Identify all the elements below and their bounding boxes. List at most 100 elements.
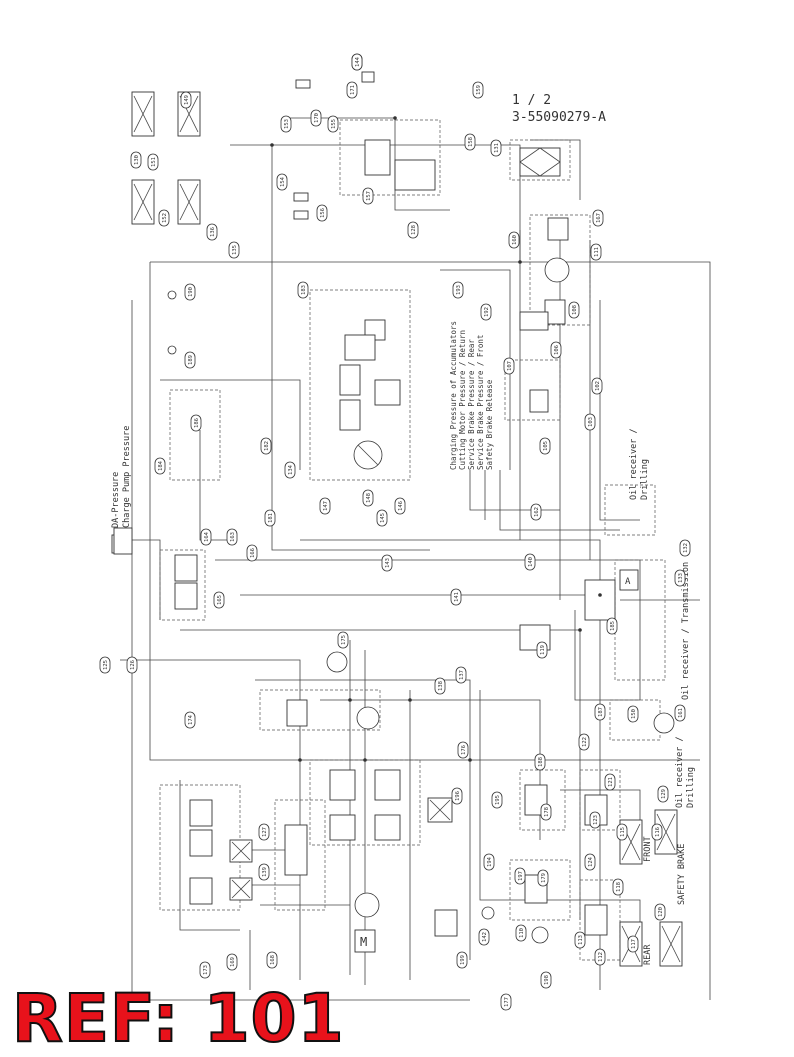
callout-164: 164 — [200, 528, 212, 546]
valve-right-small — [519, 311, 549, 331]
callout-label: 192 — [484, 307, 490, 317]
valve-center-2 — [339, 364, 361, 396]
callout-122: 122 — [578, 733, 590, 751]
callout-103: 103 — [584, 413, 596, 431]
callout-187: 187 — [594, 703, 606, 721]
callout-144: 144 — [351, 53, 363, 71]
callout-167: 167 — [592, 209, 604, 227]
callout-label: 135 — [232, 245, 238, 255]
valve-components — [111, 71, 675, 953]
callout-label: 148 — [366, 493, 372, 503]
valve-left-lower-3 — [189, 877, 213, 905]
callout-label: 179 — [541, 873, 547, 883]
callout-label: 141 — [454, 592, 460, 602]
callout-178: 178 — [540, 803, 552, 821]
callout-label: 156 — [320, 208, 326, 218]
callout-189: 189 — [184, 351, 196, 369]
valve-top-center — [364, 139, 391, 176]
callout-label: 183 — [301, 285, 307, 295]
callout-126: 126 — [126, 656, 138, 674]
callout-129: 129 — [657, 785, 669, 803]
callout-118: 118 — [612, 878, 624, 896]
callout-162: 162 — [530, 503, 542, 521]
callout-label: 115 — [620, 827, 626, 837]
callout-label: 123 — [593, 815, 599, 825]
legend-cutting-motor: Cutting Motor Pressure / Return — [458, 330, 467, 470]
pump-lower-center — [354, 892, 380, 918]
safety-brake-label: SAFETY BRAKE — [677, 844, 687, 905]
valve-center-lower-3 — [329, 814, 356, 841]
callout-148: 148 — [362, 489, 374, 507]
callout-107: 107 — [503, 357, 515, 375]
legend-safety-brake: Safety Brake Release — [485, 379, 494, 470]
valve-block-right — [584, 579, 616, 621]
callout-183: 183 — [297, 281, 309, 299]
callout-106: 106 — [550, 341, 562, 359]
callout-label: 103 — [588, 417, 594, 427]
rear-label-group: REAR — [643, 944, 653, 965]
callout-142: 142 — [478, 928, 490, 946]
coil-top-left-1 — [131, 91, 155, 137]
valve-center-lower-4 — [374, 814, 401, 841]
callout-label: 125 — [103, 660, 109, 670]
callout-label: 143 — [385, 558, 391, 568]
callout-140: 140 — [524, 553, 536, 571]
callout-188: 188 — [534, 753, 546, 771]
callout-label: 113 — [578, 935, 584, 945]
pump-upper-right — [544, 257, 570, 283]
motor-m-label: M — [360, 935, 367, 949]
callout-label: 169 — [230, 957, 236, 967]
callout-label: 118 — [616, 882, 622, 892]
callout-label: 131 — [494, 143, 500, 153]
sheet-info: 1 / 2 3-55090279-A — [512, 92, 652, 126]
accumulator-a-label: A — [625, 577, 631, 587]
callout-149: 149 — [180, 91, 192, 109]
valve-lower-center — [434, 909, 458, 937]
gauge-left-1 — [167, 290, 177, 300]
callout-label: 167 — [596, 213, 602, 223]
valve-left-1 — [174, 554, 198, 582]
function-legend: Charging Pressure of Accumulators Cuttin… — [449, 321, 494, 470]
oil-receiver-transmission: Oil receiver / Transmission — [681, 562, 691, 700]
valve-center-lower-1 — [329, 769, 356, 801]
callout-108: 108 — [568, 301, 580, 319]
callout-label: 119 — [540, 645, 546, 655]
safety-brake-label-group: SAFETY BRAKE — [677, 844, 687, 905]
callout-label: 174 — [188, 714, 194, 725]
callout-152: 152 — [158, 209, 170, 227]
callout-163: 163 — [226, 528, 238, 546]
legend-brake-front: Service Brake Pressure / Front — [476, 335, 485, 470]
valve-upper-right — [547, 217, 569, 241]
callout-160: 160 — [508, 231, 520, 249]
callout-141: 141 — [450, 588, 462, 606]
callout-label: 161 — [678, 708, 684, 718]
callout-label: 160 — [512, 235, 518, 245]
sensor-top-3 — [361, 71, 375, 83]
callout-176: 176 — [457, 741, 469, 759]
callout-label: 162 — [534, 507, 540, 517]
coil-top-left-3 — [131, 179, 155, 225]
callout-label: 134 — [288, 464, 294, 475]
callout-157: 157 — [362, 187, 374, 205]
valve-right-lower — [529, 389, 549, 413]
motor-m-box — [354, 929, 376, 953]
callout-199: 199 — [456, 951, 468, 969]
callout-146: 146 — [394, 497, 406, 515]
callout-190: 190 — [184, 283, 196, 301]
callout-label: 126 — [130, 660, 136, 670]
callout-111: 111 — [590, 243, 602, 261]
callout-label: 105 — [543, 441, 549, 451]
callout-label: 127 — [262, 827, 268, 837]
callout-161: 161 — [674, 704, 686, 722]
callout-138: 138 — [434, 677, 446, 695]
sensor-top-2 — [293, 210, 309, 220]
callout-label: 150 — [631, 709, 637, 719]
callout-label: 116 — [655, 827, 661, 837]
callout-153: 153 — [280, 115, 292, 133]
callout-label: 171 — [350, 85, 356, 95]
callout-label: 151 — [151, 157, 157, 167]
callout-label: 164 — [204, 531, 210, 542]
oil-receiver-top-label-1: Oil receiver / — [629, 428, 639, 500]
callout-110: 110 — [515, 924, 527, 942]
callout-143: 143 — [381, 554, 393, 572]
